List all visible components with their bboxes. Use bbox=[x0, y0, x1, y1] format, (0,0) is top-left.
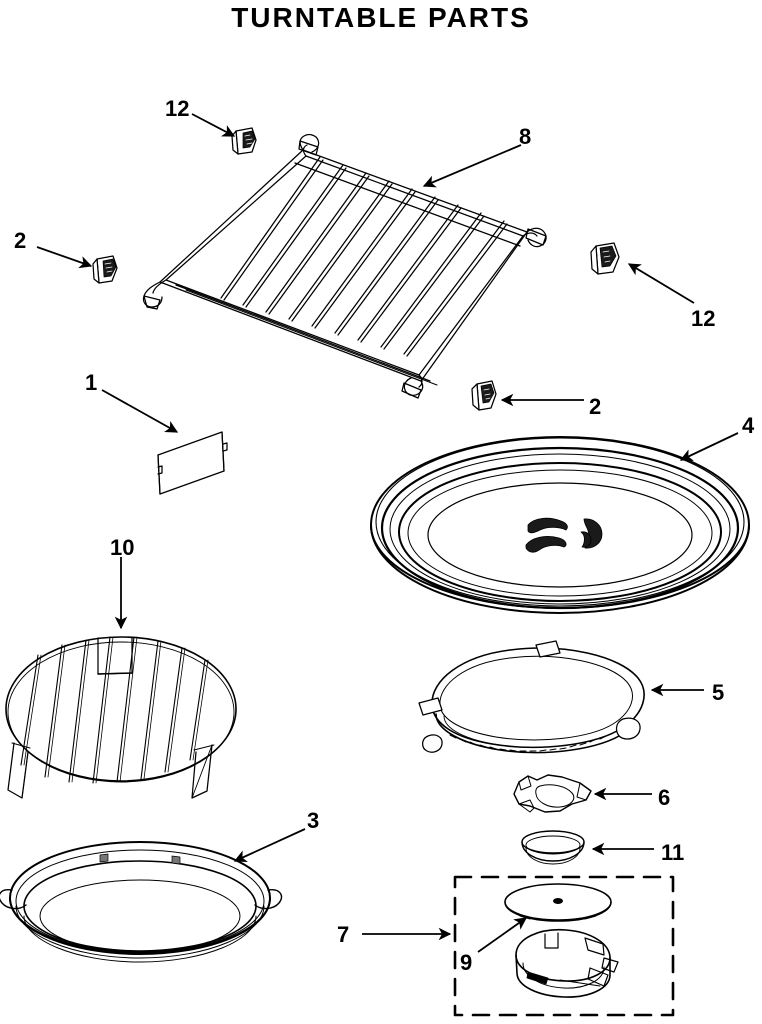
leader-1 bbox=[101, 389, 179, 433]
part-bushing-ring bbox=[521, 830, 585, 865]
leader-3 bbox=[233, 828, 306, 863]
callout-label-7: 7 bbox=[337, 922, 349, 947]
part-round-wire-rack bbox=[5, 636, 237, 799]
callout-label-5: 5 bbox=[712, 680, 724, 705]
part-rack-clip-left bbox=[92, 255, 118, 284]
leader-12-upper-left bbox=[191, 113, 236, 137]
callout-numbers: 12 2 8 12 2 1 4 10 5 3 6 11 7 9 bbox=[14, 96, 755, 975]
page-title: TURNTABLE PARTS bbox=[231, 2, 531, 33]
callout-leaders bbox=[36, 113, 739, 953]
callout-label-2b: 2 bbox=[589, 394, 601, 419]
part-rack-clip-lower bbox=[471, 380, 497, 411]
callout-label-10: 10 bbox=[110, 535, 134, 560]
leader-8 bbox=[422, 144, 522, 188]
part-wire-rack bbox=[142, 134, 547, 399]
part-drip-tray bbox=[0, 841, 283, 963]
part-glass-tray bbox=[370, 436, 750, 614]
callout-label-3: 3 bbox=[307, 808, 319, 833]
callout-label-2a: 2 bbox=[14, 228, 26, 253]
callout-label-12a: 12 bbox=[165, 96, 189, 121]
callout-label-6: 6 bbox=[658, 785, 670, 810]
part-rack-clip-upper-left bbox=[231, 127, 257, 155]
part-flat-panel bbox=[157, 431, 228, 495]
callout-label-11: 11 bbox=[661, 840, 684, 865]
leader-12-right bbox=[627, 263, 695, 304]
leader-9 bbox=[477, 917, 528, 953]
part-roller-ring bbox=[418, 640, 645, 754]
callout-label-8: 8 bbox=[519, 124, 531, 149]
part-drive-coupler bbox=[513, 774, 592, 813]
callout-label-4: 4 bbox=[742, 413, 755, 438]
callout-label-9: 9 bbox=[460, 950, 472, 975]
callout-label-12b: 12 bbox=[691, 306, 715, 331]
callout-label-1: 1 bbox=[85, 370, 97, 395]
part-motor-assembly-group bbox=[453, 875, 675, 1017]
part-motor-body bbox=[515, 928, 619, 998]
leader-4 bbox=[679, 432, 739, 461]
part-motor-shaft-disc bbox=[504, 883, 612, 922]
leader-2-left bbox=[36, 246, 93, 269]
part-rack-clip-right bbox=[590, 242, 620, 275]
